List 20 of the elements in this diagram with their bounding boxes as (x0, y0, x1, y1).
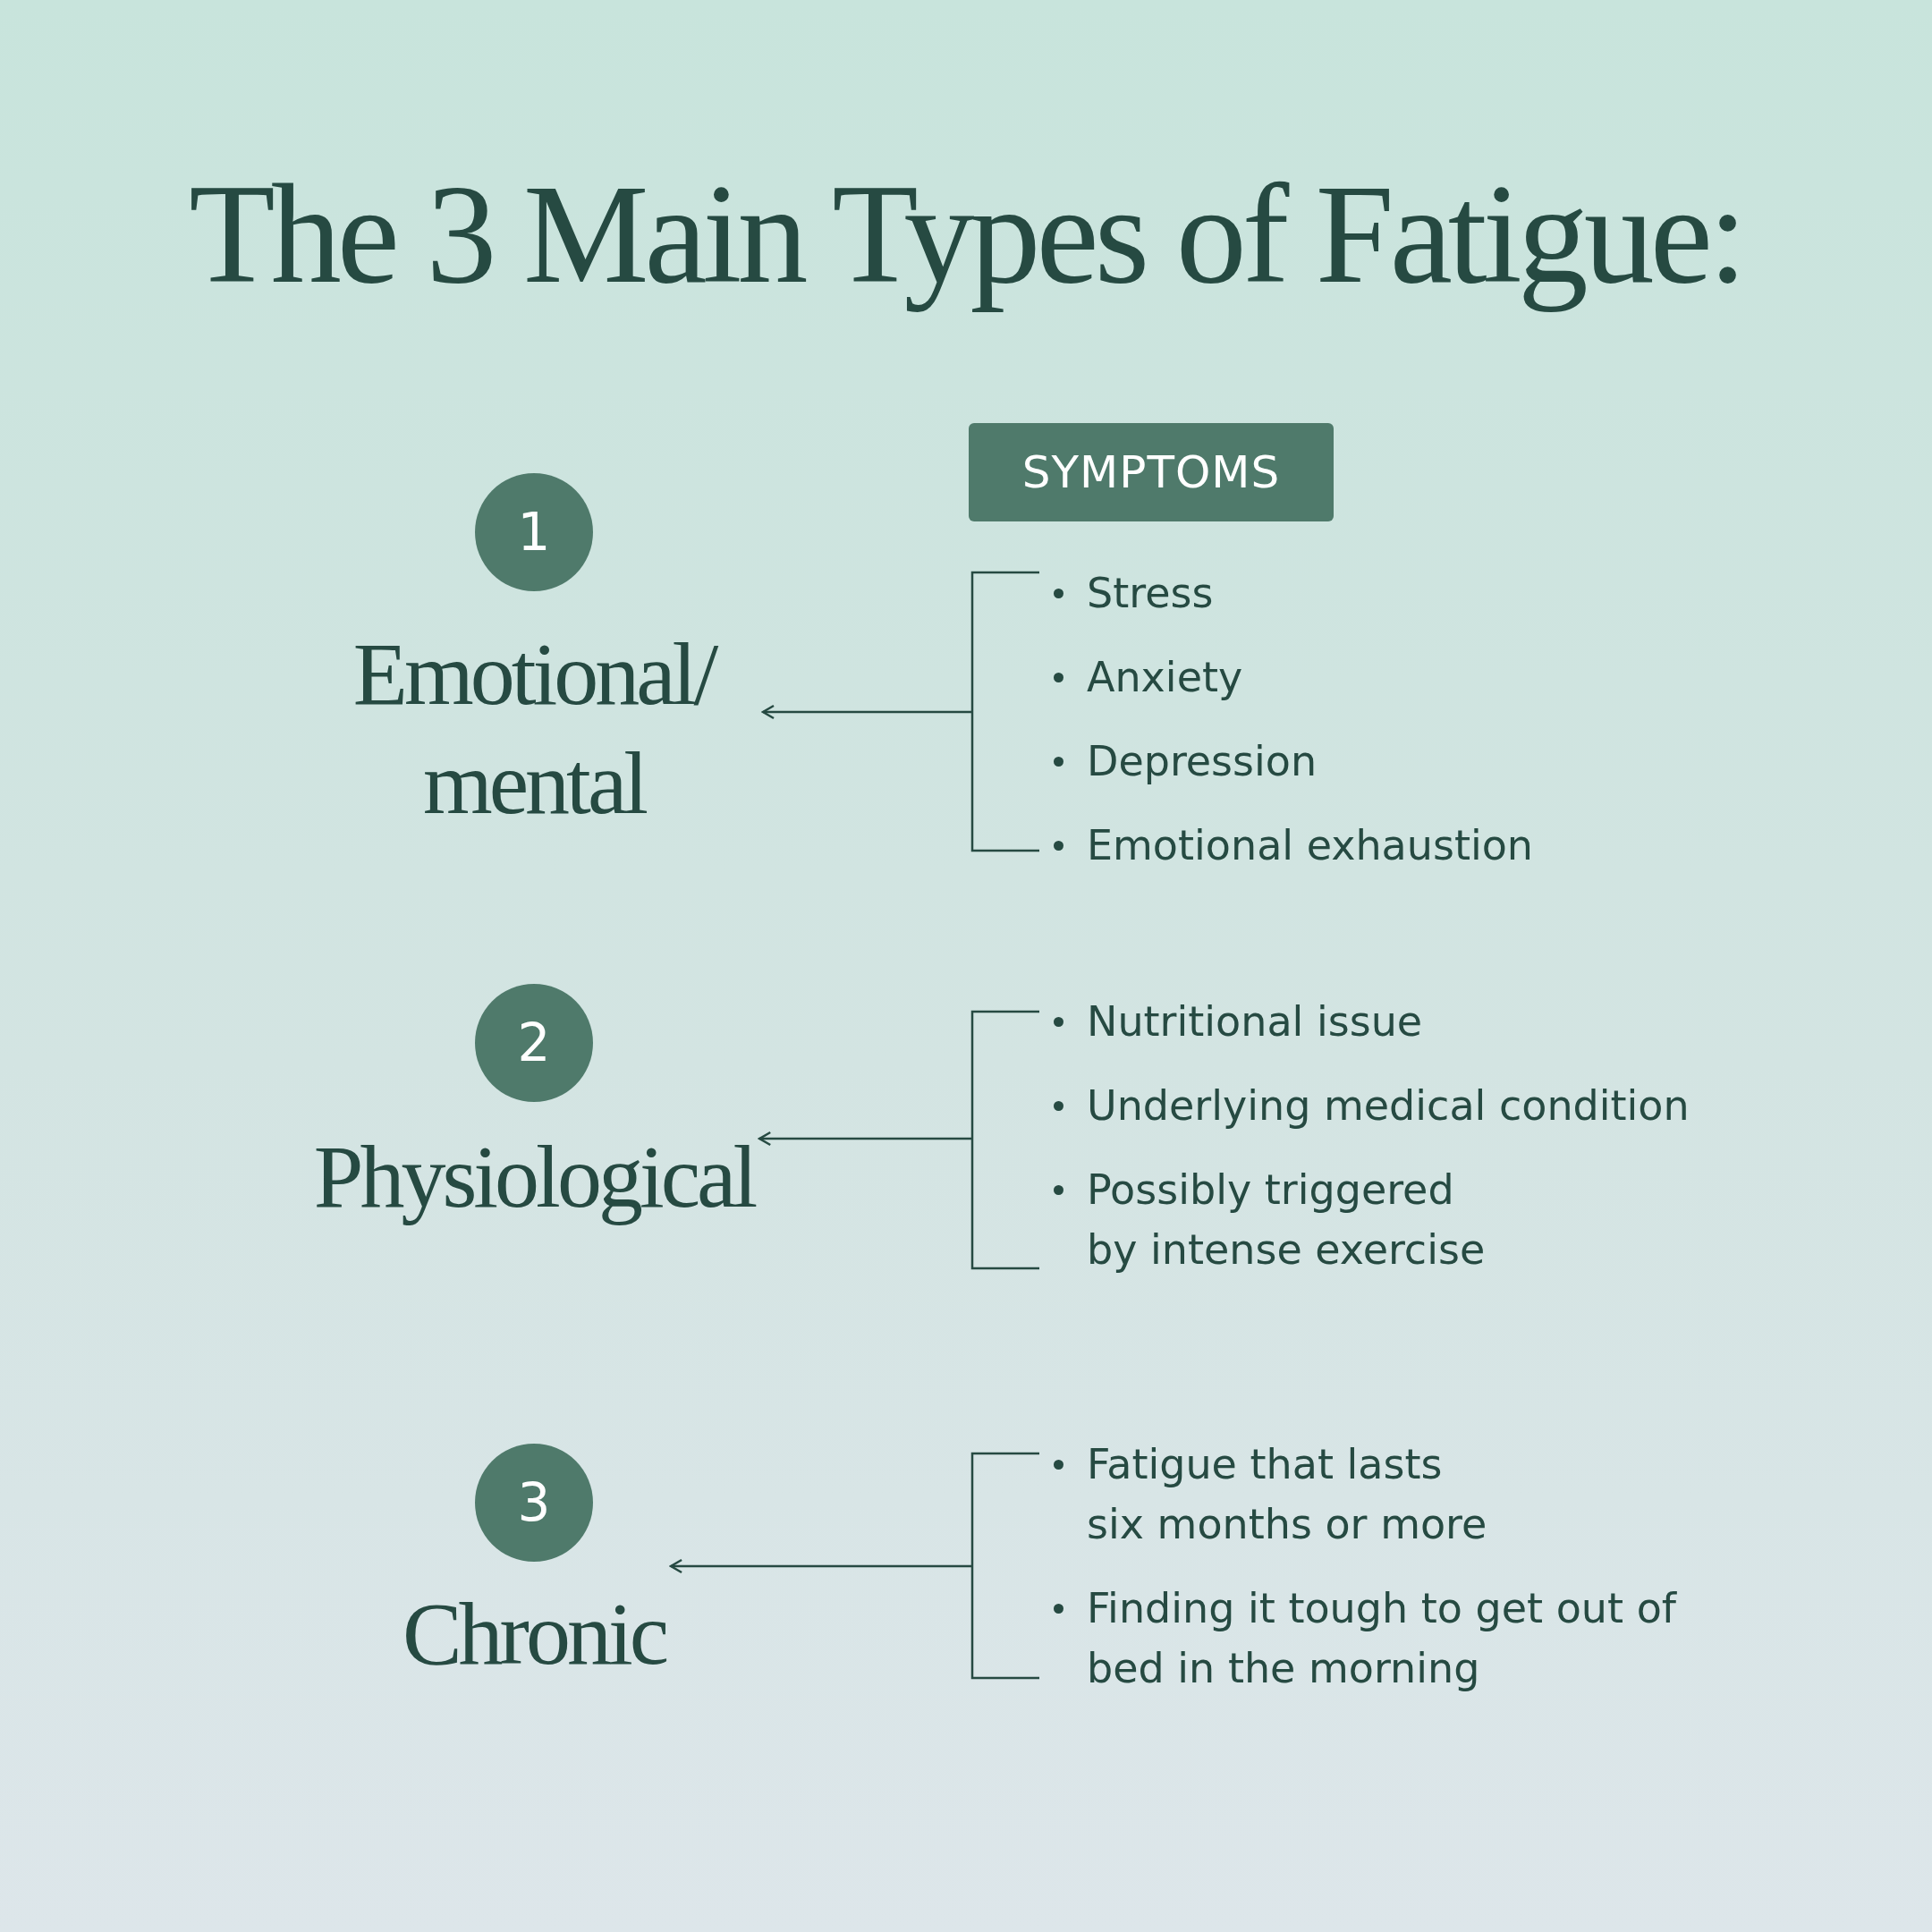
symptom-item: Emotional exhaustion (1087, 819, 1534, 871)
arrow (761, 704, 971, 720)
symptom-item: Finding it tough to get out of bed in the morning (1087, 1582, 1678, 1694)
arrow (669, 1558, 971, 1574)
symptom-item: Fatigue that lasts six months or more (1087, 1438, 1488, 1550)
symptom-item: Possibly triggered by intense exercise (1087, 1164, 1487, 1275)
symptom-item: Underlying medical condition (1087, 1080, 1690, 1131)
type-label: Physiological (313, 1126, 755, 1228)
symptoms-header: SYMPTOMS (969, 423, 1334, 521)
type-label: Emotional/ mental (352, 623, 717, 835)
symptom-item: Nutritional issue (1087, 996, 1424, 1047)
symptom-item: Depression (1087, 735, 1318, 787)
type-label: Chronic (402, 1583, 666, 1685)
number-circle: 3 (475, 1444, 593, 1562)
symptom-item: Stress (1087, 567, 1215, 619)
number-circle: 2 (475, 984, 593, 1102)
symptom-item: Anxiety (1087, 651, 1244, 703)
title: The 3 Main Types of Fatigue: (188, 157, 1744, 312)
arrow (758, 1131, 971, 1147)
number-circle: 1 (475, 473, 593, 591)
